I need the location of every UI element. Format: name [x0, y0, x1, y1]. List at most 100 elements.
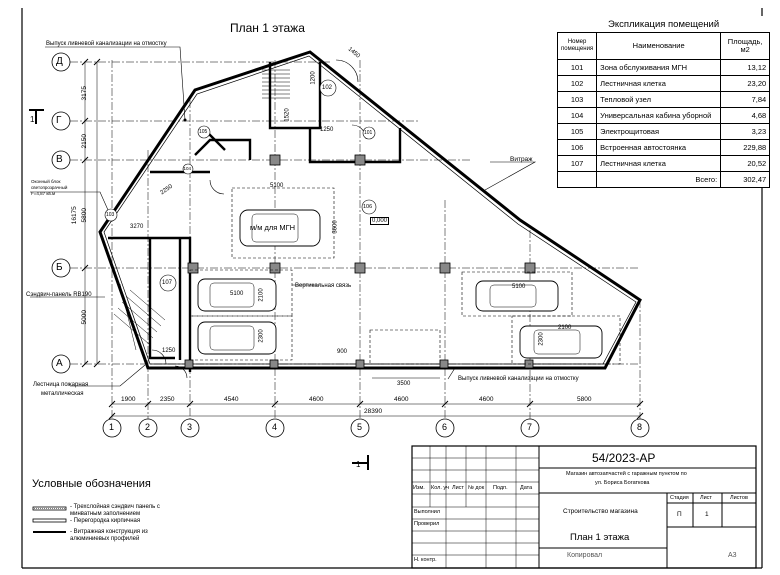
dimension-label: 2300 [538, 332, 545, 346]
drain-note-bottom: Выпуск ливневой канализации на отмостку [458, 376, 579, 382]
dimension-label: 4600 [479, 396, 494, 403]
tb-header-doc: № док [468, 485, 485, 491]
axis-number: 5 [357, 422, 363, 432]
dimension-label: 5000 [80, 310, 88, 325]
room-number: 101 [364, 129, 373, 136]
legend-item: - Перегородка кирпичная [70, 518, 141, 524]
room-num-cell: 103 [556, 91, 598, 108]
explication-table: Экспликация помещений Номер помещения На… [556, 16, 771, 188]
room-name-cell: Тепловой узел [596, 91, 722, 108]
room-number: 104 [183, 166, 192, 171]
room-name-cell: Лестничная клетка [596, 155, 722, 172]
header-number: Номер помещения [556, 32, 598, 60]
tb-role: Н. контр. [414, 557, 437, 563]
dimension-label: 1520 [284, 108, 291, 122]
dimension-label: 4600 [394, 396, 409, 403]
dimension-label: 5100 [230, 291, 244, 297]
room-area-cell: 13,12 [720, 59, 771, 76]
room-name-cell: Лестничная клетка [596, 75, 722, 92]
legend-item: - Витражная конструкция из алюминиевых п… [70, 529, 148, 542]
sheet-title: План 1 этажа [570, 532, 630, 543]
room-area-cell: 20,52 [720, 155, 771, 172]
tb-header-date: Дата [520, 485, 533, 491]
axis-letter: В [56, 154, 63, 165]
drawing-code: 54/2023-АР [592, 451, 656, 465]
room-area-cell: 23,20 [720, 75, 771, 92]
project-description: Магазин автозапчастей с гаражным пунктом… [566, 471, 687, 477]
window-block-label: светопрозрачный [31, 185, 68, 190]
room-number: 103 [106, 211, 115, 218]
axis-number: 4 [272, 422, 278, 432]
room-name-cell: Зона обслуживания МГН [596, 59, 722, 76]
room-num-cell: 104 [556, 107, 598, 124]
dimension-label: 5800 [80, 208, 88, 223]
dimension-label: 2300 [258, 329, 265, 343]
room-number: 106 [363, 203, 373, 210]
room-area-cell: 4,68 [720, 107, 771, 124]
dimension-label: 5100 [512, 284, 526, 290]
room-num-cell: 107 [556, 155, 598, 172]
dimension-label: 2100 [558, 325, 572, 331]
axis-number: 7 [527, 422, 533, 432]
table-total-row: Всего: 302,47 [556, 171, 771, 188]
room-num-cell: 102 [556, 75, 598, 92]
tb-header-izm: Изм. [413, 485, 425, 491]
room-num-cell: 101 [556, 59, 598, 76]
sandwich-panel-label: Сэндвич-панель RB190 [26, 292, 92, 298]
sheets-header: Листов [730, 495, 748, 501]
dimension-label: 3500 [397, 381, 411, 387]
dimension-label: 1250 [320, 127, 334, 133]
sheet-header: Лист [700, 495, 712, 501]
room-name-cell: Электрощитовая [596, 123, 722, 140]
room-number: 105 [199, 128, 208, 135]
vertical-link-label: Вертикальная связь [295, 283, 352, 289]
explication-title: Экспликация помещений [557, 16, 770, 33]
mgn-parking-label: м/м для МГН [250, 223, 296, 232]
dimension-label: 900 [337, 349, 348, 355]
room-name-cell: Универсальная кабина уборной [596, 107, 722, 124]
axis-number: 1 [109, 422, 115, 432]
format-label: А3 [728, 552, 737, 559]
axis-letter: Б [56, 262, 63, 273]
fire-stair-label: металлическая [41, 391, 84, 397]
dimension-label: 1250 [162, 348, 176, 354]
dimension-label: 5800 [577, 396, 592, 403]
section-mark: 1 [30, 115, 35, 124]
tb-role: Проверил [414, 521, 440, 527]
dimension-label: 2150 [80, 134, 88, 149]
axis-letter: Г [56, 115, 62, 126]
level-mark: 0,000 [370, 217, 390, 225]
project-description: ул. Бориса Богаткова [595, 480, 650, 486]
project-name: Строительство магазина [563, 508, 638, 515]
axis-number: 3 [187, 422, 193, 432]
overall-height-label: 16175 [70, 206, 78, 225]
dimension-label: 4540 [224, 396, 239, 403]
dimension-label: 2100 [258, 288, 265, 302]
tb-role: Выполнил [414, 509, 441, 515]
stage-header: Стадия [670, 495, 689, 501]
dimension-label: 3175 [80, 86, 88, 101]
tb-header-list: Лист [452, 485, 464, 491]
window-block-label: F=4,87 кв.м [31, 191, 56, 196]
dimension-label: 3270 [130, 224, 144, 230]
room-number: 102 [322, 85, 333, 91]
vitrazh-label: Витраж [510, 156, 533, 163]
overall-width-label: 28390 [364, 408, 383, 415]
room-area-cell: 3,23 [720, 123, 771, 140]
room-area-cell: 229,88 [720, 139, 771, 156]
dimension-label: 1900 [121, 396, 136, 403]
sheet-value: 1 [705, 511, 709, 518]
fire-stair-label: Лестница пожарная [33, 382, 89, 388]
window-block-label: Оконный блок [31, 179, 61, 184]
header-name: Наименование [596, 32, 722, 60]
room-area-cell: 7,84 [720, 91, 771, 108]
dimension-label: 4600 [309, 396, 324, 403]
drain-note-top: Выпуск ливневой канализации на отмостку [46, 41, 167, 47]
room-num-cell: 106 [556, 139, 598, 156]
